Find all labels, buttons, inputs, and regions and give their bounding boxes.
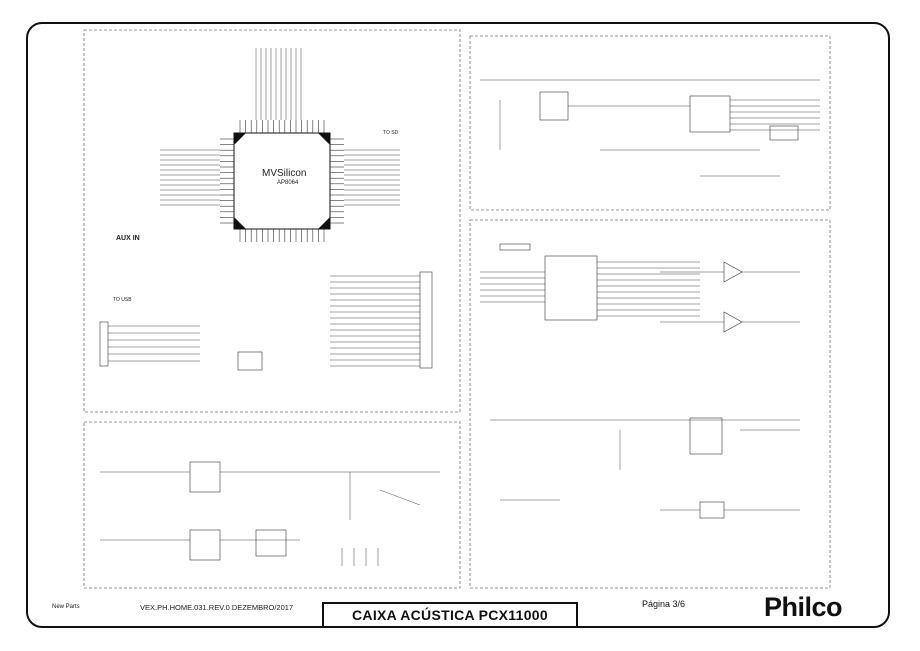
section-mcu (83, 29, 461, 413)
to-sd-label: TO SD (383, 130, 399, 136)
section-bt-audio (469, 219, 831, 589)
document-title: CAIXA ACÚSTICA PCX11000 (322, 602, 578, 628)
section-power (83, 421, 461, 589)
page-number: Página 3/6 (642, 599, 686, 609)
footer-doc-code: VEX.PH.HOME.031.REV.0 DEZEMBRO/2017 (140, 603, 294, 612)
footer-left-note: New Parts (52, 604, 80, 610)
main-ic-name: MVSilicon (262, 168, 307, 179)
main-ic-package (233, 132, 331, 230)
main-ic-part: AP8064 (277, 180, 299, 186)
to-usb-label: TO USB (113, 297, 132, 303)
aux-in-label: AUX IN (116, 235, 140, 242)
section-bt-regulator (469, 35, 831, 211)
brand-logo: Philco (760, 592, 847, 623)
